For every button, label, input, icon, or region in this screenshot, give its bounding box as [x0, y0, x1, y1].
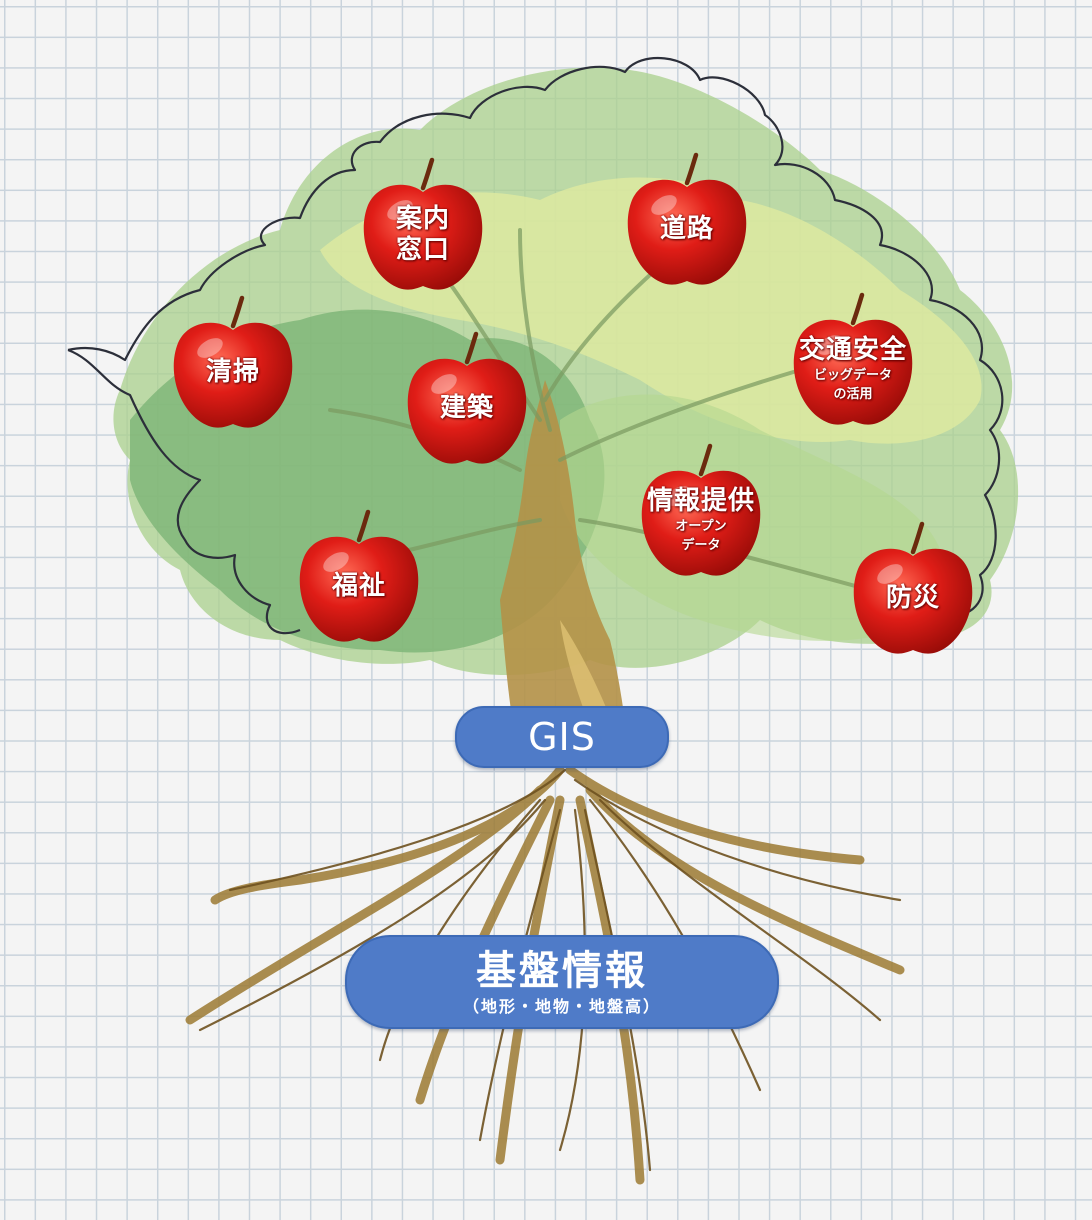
apple-label: 窓口 — [396, 235, 450, 266]
apple-bousai: 防災 — [848, 524, 978, 659]
apple-koutsu: 交通安全ビッグデータの活用 — [788, 295, 918, 430]
apple-label: 道路 — [660, 214, 714, 245]
apple-label: 建築 — [440, 393, 494, 424]
apple-jouhou: 情報提供オープンデータ — [636, 446, 766, 581]
apple-kenchiku: 建築 — [402, 334, 532, 469]
apple-label: 交通安全 — [799, 335, 907, 366]
apple-fukushi: 福祉 — [294, 512, 424, 647]
apple-sublabel: ビッグデータ — [814, 366, 892, 385]
apple-sublabel: データ — [681, 536, 720, 555]
base-info-subtitle: （地形・地物・地盤高） — [463, 996, 661, 1018]
apple-douro: 道路 — [622, 155, 752, 290]
gis-text: GIS — [528, 715, 596, 759]
apple-seisou: 清掃 — [168, 298, 298, 433]
apple-label: 案内 — [396, 204, 450, 235]
apple-annai: 案内窓口 — [358, 160, 488, 295]
base-info-label: 基盤情報 （地形・地物・地盤高） — [345, 935, 779, 1029]
apple-label: 情報提供 — [647, 486, 755, 517]
apple-label: 防災 — [886, 583, 940, 614]
apple-label: 清掃 — [206, 357, 260, 388]
apple-label: 福祉 — [332, 571, 386, 602]
base-info-title: 基盤情報 — [476, 946, 648, 996]
apple-sublabel: の活用 — [833, 385, 872, 404]
apple-sublabel: オープン — [675, 517, 726, 536]
gis-label: GIS — [455, 706, 669, 768]
